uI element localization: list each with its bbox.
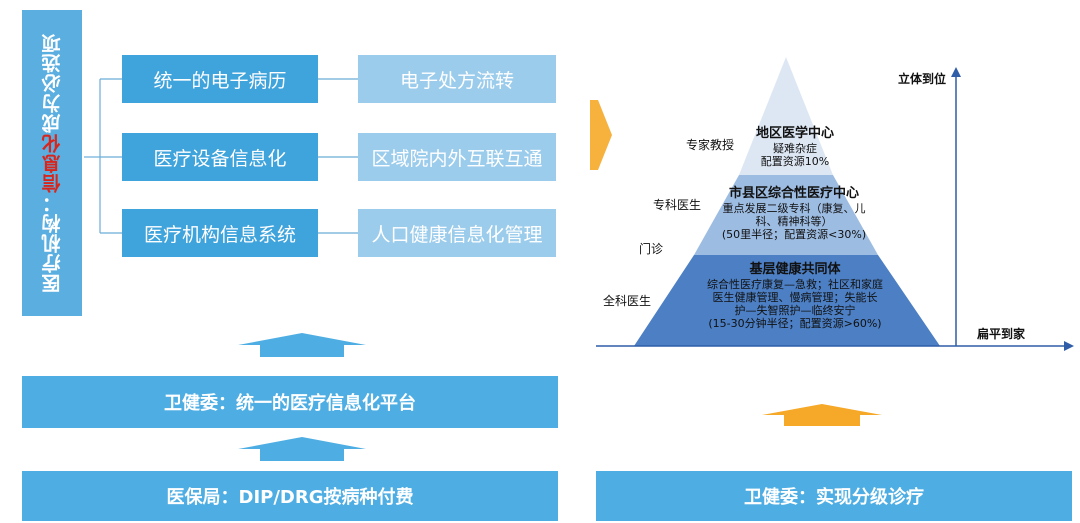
- side-label-expert: 专家教授: [686, 138, 735, 152]
- up-arrow-1: [238, 333, 366, 357]
- insurance-bar-label: 医保局：DIP/DRG按病种付费: [166, 487, 414, 508]
- tier-community-line-3: 护—失智照护—临终安宁: [734, 304, 856, 317]
- side-label-specialist: 专科医生: [653, 198, 702, 212]
- pyramid-diagram: [596, 57, 1074, 351]
- axis-y-label: 立体到位: [898, 72, 947, 86]
- tiered-care-bar: 卫健委：实现分级诊疗: [596, 471, 1072, 521]
- platform-bar-label: 卫健委：统一的医疗信息化平台: [164, 393, 416, 414]
- box-interconnect-label: 区域院内外互联互通: [371, 147, 543, 170]
- box-eprescription-label: 电子处方流转: [399, 69, 514, 92]
- pyramid-tier-middle: [694, 175, 878, 255]
- tier-community-title: 基层健康共同体: [749, 262, 841, 277]
- vertical-banner: 医疗机构：信息化成为必选项: [22, 10, 82, 316]
- box-emr: 统一的电子病历: [122, 55, 318, 103]
- side-label-gp: 全科医生: [603, 294, 652, 308]
- right-chevron-arrow: [590, 100, 612, 170]
- side-label-outpatient: 门诊: [639, 242, 664, 256]
- x-axis-arrowhead: [1064, 341, 1074, 351]
- tier-community-line-4: (15-30分钟半径；配置资源>60%): [708, 317, 882, 330]
- box-his-label: 医疗机构信息系统: [143, 223, 296, 246]
- tier-community: 基层健康共同体 综合性医疗康复—急救；社区和家庭 医生健康管理、慢病管理；失能长…: [697, 262, 893, 330]
- box-device-it: 医疗设备信息化: [122, 133, 318, 181]
- axis-x-label: 扁平到家: [977, 327, 1026, 341]
- up-arrow-2: [238, 437, 366, 461]
- box-his: 医疗机构信息系统: [122, 209, 318, 257]
- orange-up-arrow: [762, 404, 882, 426]
- platform-bar: 卫健委：统一的医疗信息化平台: [22, 376, 558, 428]
- box-emr-label: 统一的电子病历: [153, 69, 287, 92]
- pyramid-tier-base: [634, 255, 940, 346]
- tier-county-title: 市县区综合性医疗中心: [728, 186, 859, 201]
- y-axis-arrowhead: [951, 67, 961, 77]
- box-device-it-label: 医疗设备信息化: [153, 147, 287, 170]
- tiered-care-bar-label: 卫健委：实现分级诊疗: [744, 487, 924, 508]
- tier-county-center: 市县区综合性医疗中心 重点发展二级专科（康复、儿 科、精神科等） (50里半径；…: [708, 186, 880, 241]
- insurance-bar: 医保局：DIP/DRG按病种付费: [22, 471, 558, 521]
- tier-county-line-1: 重点发展二级专科（康复、儿: [722, 202, 866, 215]
- tier-community-line-1: 综合性医疗康复—急救；社区和家庭: [707, 278, 883, 291]
- box-population-health: 人口健康信息化管理: [358, 209, 556, 257]
- pyramid-tier-top: [739, 57, 833, 175]
- box-population-health-label: 人口健康信息化管理: [371, 223, 543, 246]
- connector-lines: [84, 78, 358, 234]
- tier-regional-line-2: 配置资源10%: [760, 155, 830, 168]
- tier-regional-center: 地区医学中心 疑难杂症 配置资源10%: [740, 126, 850, 168]
- box-interconnect: 区域院内外互联互通: [358, 133, 556, 181]
- tier-county-line-2: 科、精神科等）: [755, 215, 833, 228]
- tier-county-line-3: (50里半径；配置资源<30%): [721, 228, 867, 241]
- tier-community-line-2: 医生健康管理、慢病管理；失能长: [712, 291, 878, 304]
- tier-regional-line-1: 疑难杂症: [773, 142, 817, 155]
- box-eprescription: 电子处方流转: [358, 55, 556, 103]
- tier-regional-title: 地区医学中心: [755, 126, 834, 141]
